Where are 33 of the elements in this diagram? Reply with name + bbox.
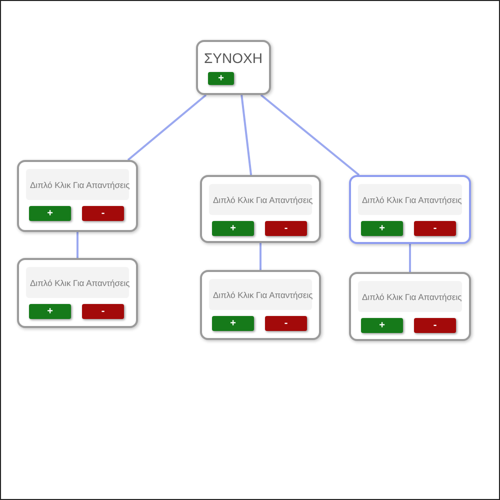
connector-line: [127, 94, 207, 161]
node-card: [200, 270, 321, 340]
node-card: [196, 40, 271, 95]
remove-button: -: [414, 318, 456, 333]
connector-line: [409, 244, 411, 272]
answer-prompt: Διπλό Κλικ Για Απαντήσεις: [26, 169, 129, 200]
node-title: ΣΥΝΟΧΗ: [204, 50, 262, 66]
remove-button: -: [265, 316, 307, 331]
add-button: +: [361, 221, 403, 236]
remove-button: -: [265, 221, 307, 236]
connector-line: [76, 232, 78, 258]
add-button: +: [29, 206, 71, 221]
add-button: +: [212, 316, 254, 331]
add-button: +: [212, 221, 254, 236]
node-card: [17, 160, 138, 232]
answer-prompt: Διπλό Κλικ Για Απαντήσεις: [358, 281, 462, 312]
add-button: +: [29, 304, 71, 319]
connector-line: [240, 94, 252, 176]
answer-prompt: Διπλό Κλικ Για Απαντήσεις: [26, 267, 129, 298]
node-card: [349, 272, 471, 341]
connector-line: [260, 243, 262, 270]
answer-prompt: Διπλό Κλικ Για Απαντήσεις: [209, 184, 312, 215]
node-card: [17, 258, 138, 328]
connector-line: [260, 94, 360, 176]
node-card: [200, 175, 321, 243]
node-card: [349, 175, 471, 244]
answer-prompt: Διπλό Κλικ Για Απαντήσεις: [209, 279, 312, 310]
add-button: +: [208, 72, 234, 85]
remove-button: -: [82, 304, 124, 319]
remove-button: -: [82, 206, 124, 221]
add-button: +: [361, 318, 403, 333]
answer-prompt: Διπλό Κλικ Για Απαντήσεις: [358, 184, 462, 215]
remove-button: -: [414, 221, 456, 236]
